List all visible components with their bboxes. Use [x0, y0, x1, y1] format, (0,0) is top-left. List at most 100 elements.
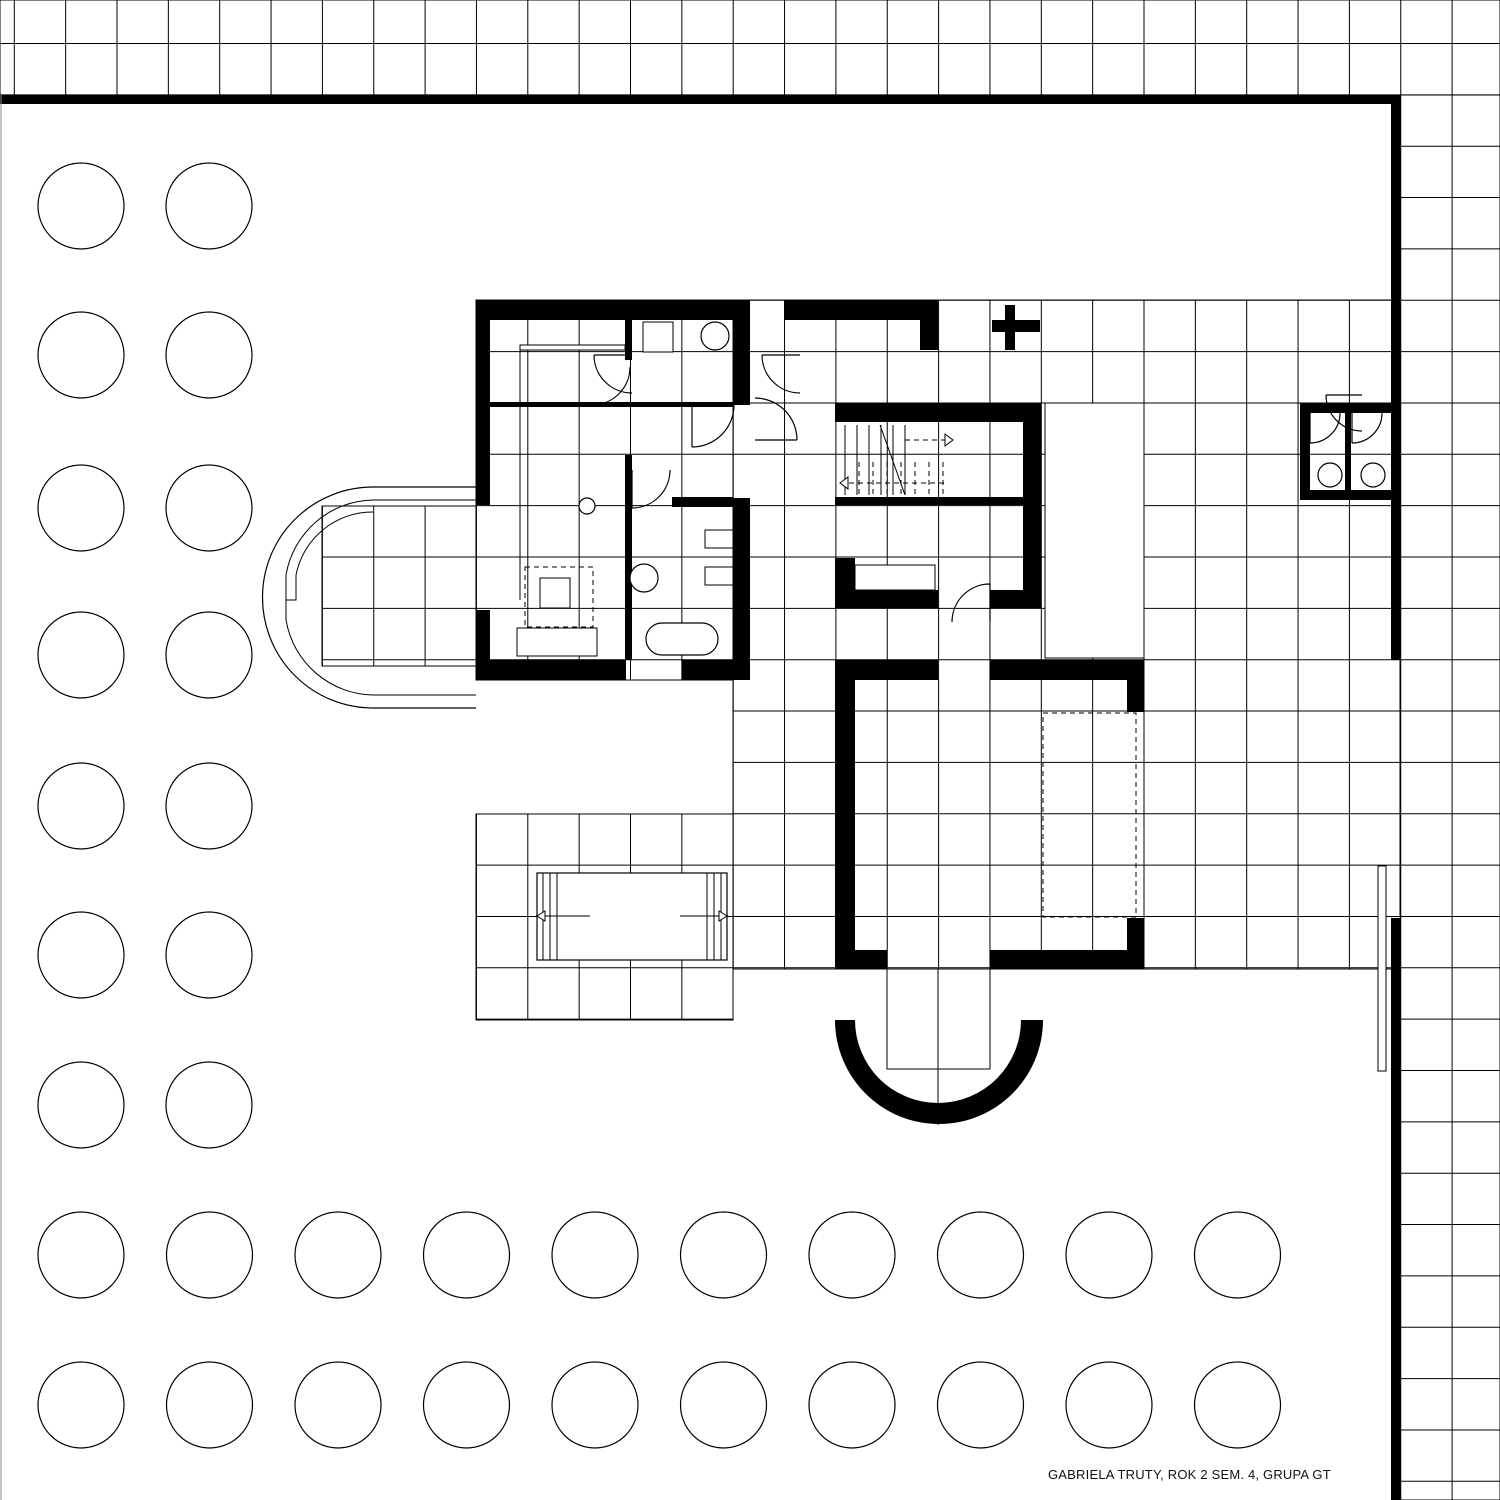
- washbasin-icon: [704, 529, 734, 549]
- toilet-icon: [1360, 462, 1386, 488]
- wall-east-upper: [733, 300, 750, 405]
- tree-canopy-icon: [37, 162, 125, 250]
- tree-canopy-icon: [165, 1061, 253, 1149]
- partition-wall-wc: [672, 497, 733, 507]
- tree-canopy-icon: [37, 1211, 125, 1299]
- column-cross-h: [992, 320, 1040, 332]
- grid-border: [475, 813, 734, 1021]
- door-swing: [593, 354, 633, 394]
- tree-canopy-icon: [1193, 1211, 1282, 1299]
- wc-wall-west: [1300, 403, 1310, 500]
- door-swing: [761, 354, 801, 394]
- tree-canopy-icon: [37, 311, 125, 399]
- tree-canopy-icon: [551, 1361, 639, 1449]
- tree-canopy-icon: [679, 1361, 768, 1449]
- tree-canopy-icon: [165, 762, 253, 850]
- tree-canopy-icon: [808, 1361, 896, 1449]
- door-swing: [951, 583, 991, 623]
- right-paving-strip: [1399, 94, 1500, 1500]
- stair-arrow-up-icon: [944, 433, 954, 447]
- grid-lines: [1400, 95, 1500, 1500]
- wall-north: [476, 300, 750, 320]
- tree-canopy-icon: [422, 1211, 511, 1299]
- tree-canopy-icon: [37, 464, 125, 552]
- tree-canopy-icon: [551, 1211, 639, 1299]
- rug-outline: [524, 566, 594, 628]
- door-swing: [754, 397, 798, 441]
- grid-border: [1399, 94, 1500, 1500]
- wc-wall-south: [1300, 490, 1400, 500]
- boundary-wall-top: [0, 95, 1400, 104]
- tree-canopy-icon: [1193, 1361, 1282, 1449]
- grid-lines: [322, 506, 476, 666]
- bay-outline-outer: [261, 486, 476, 709]
- door-swing: [1351, 412, 1383, 444]
- tree-canopy-icon: [1065, 1361, 1153, 1449]
- partition-stub: [625, 320, 632, 360]
- door-swing: [691, 404, 735, 448]
- wall-block-south: [835, 590, 938, 608]
- tree-canopy-icon: [1065, 1211, 1153, 1299]
- door-swing: [591, 366, 631, 406]
- tree-canopy-icon: [37, 611, 125, 699]
- bench: [854, 564, 936, 591]
- steps-arrow-icon: [536, 910, 546, 922]
- bay-outline-inner-lower: [285, 600, 476, 696]
- top-paving-strip: [0, 0, 1500, 96]
- drawing-caption: GABRIELA TRUTY, ROK 2 SEM. 4, GRUPA GT: [1048, 1467, 1331, 1482]
- tree-canopy-icon: [808, 1211, 896, 1299]
- wall-south-left: [476, 660, 626, 680]
- tree-canopy-icon: [165, 611, 253, 699]
- tree-canopy-icon: [679, 1211, 768, 1299]
- hall-wall-south-right: [990, 950, 1144, 969]
- gate-leaf: [1377, 865, 1387, 1072]
- bay-floor-grid: [321, 505, 477, 667]
- sink-icon: [700, 321, 730, 351]
- steps-arrow-icon: [718, 910, 728, 922]
- wc-partition: [1345, 413, 1351, 490]
- stair-arrow-down-icon: [839, 476, 849, 490]
- tree-canopy-icon: [294, 1361, 382, 1449]
- hall-wall-south-left: [835, 950, 887, 969]
- bay-outline-inner: [285, 499, 476, 601]
- tree-canopy-icon: [37, 1361, 125, 1449]
- door-swing: [631, 469, 671, 509]
- tree-canopy-icon: [37, 762, 125, 850]
- wc-wall-north: [1300, 403, 1400, 413]
- partition-wall-bath: [625, 455, 632, 660]
- tree-canopy-icon: [165, 1361, 254, 1449]
- wall-stub: [920, 300, 938, 350]
- tree-canopy-icon: [165, 911, 253, 999]
- grid-border: [0, 0, 1500, 96]
- boundary-wall-right-upper: [1391, 95, 1400, 660]
- tree-canopy-icon: [294, 1211, 382, 1299]
- shower-drain-icon: [578, 497, 596, 515]
- toilet-icon: [1317, 462, 1343, 488]
- tree-canopy-icon: [936, 1361, 1025, 1449]
- wall-east-lower: [733, 498, 750, 680]
- tree-canopy-icon: [936, 1211, 1025, 1299]
- washbasin-icon: [704, 566, 734, 586]
- grid-border: [321, 505, 477, 667]
- stair-wall-north: [835, 403, 1041, 422]
- tree-canopy-icon: [37, 1061, 125, 1149]
- grid-lines: [0, 0, 1500, 95]
- bathtub-icon: [645, 622, 719, 656]
- wall-west-upper: [476, 300, 490, 505]
- door-swing: [1309, 412, 1341, 444]
- bed-icon: [516, 627, 598, 657]
- wall-block-south-right: [990, 590, 1041, 608]
- tree-canopy-icon: [165, 162, 253, 250]
- wall-north-middle: [784, 300, 920, 320]
- stair-wall-east: [1023, 403, 1041, 608]
- site-edge-left: [0, 95, 2, 1500]
- shower-icon: [629, 563, 659, 593]
- door-swing: [1325, 394, 1363, 432]
- toilet-icon: [642, 321, 674, 353]
- shelf: [519, 344, 626, 351]
- hall-wall-west: [835, 660, 855, 969]
- apse-wall: [835, 1020, 1043, 1124]
- hall-wall-east-upper: [1127, 660, 1144, 712]
- bedside-table-icon: [539, 577, 571, 609]
